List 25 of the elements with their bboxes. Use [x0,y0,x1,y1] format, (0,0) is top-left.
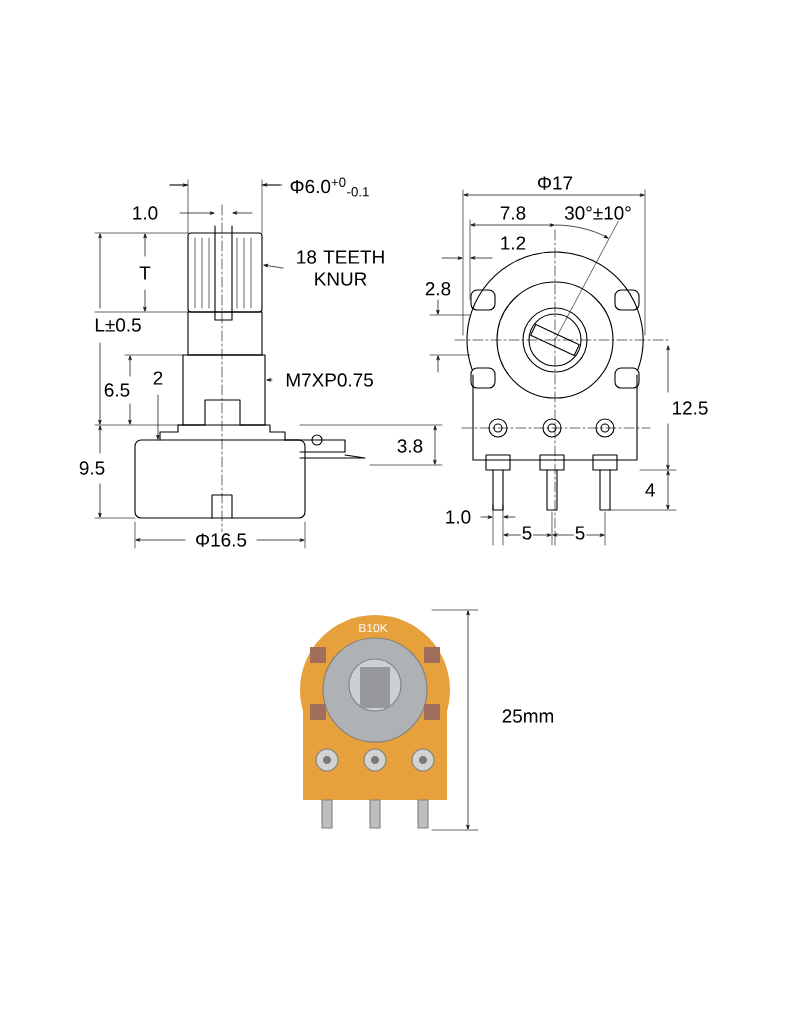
dimension-label: 5 [520,525,534,541]
dimension-label: 5 [573,525,587,541]
dimension-label: Φ17 [535,175,575,191]
dimension-label: T [138,265,152,281]
dimension-label: 1.0 [130,205,160,221]
leader-line [266,378,273,382]
leader-line [263,264,284,269]
dimension-label: Φ16.5 [194,532,248,548]
dimension-label: 2 [151,370,165,386]
dimension-label: 9.5 [77,460,107,476]
callout-text: 18 TEETH KNUR [297,250,384,286]
printed-marking: B10K [359,623,388,633]
dimension-label: 1.2 [498,235,528,251]
dimension-label: 7.8 [498,205,528,221]
dimension-label: 12.5 [670,400,710,416]
dimension-label: 6.5 [102,382,132,398]
dimension-label: 3.8 [395,438,425,454]
dimension-label: 30°±10° [563,205,633,221]
dimension-label: Φ6.0$^{+0}$-0.1 [288,176,371,198]
callout-text: M7XP0.75 [286,373,373,387]
dimension-label: 4 [643,482,657,498]
dimension-label: 1.0 [443,509,473,525]
dimension-label: L±0.5 [93,317,143,333]
dimension-label: 25mm [500,708,556,724]
dimension-label: 2.8 [423,281,453,297]
